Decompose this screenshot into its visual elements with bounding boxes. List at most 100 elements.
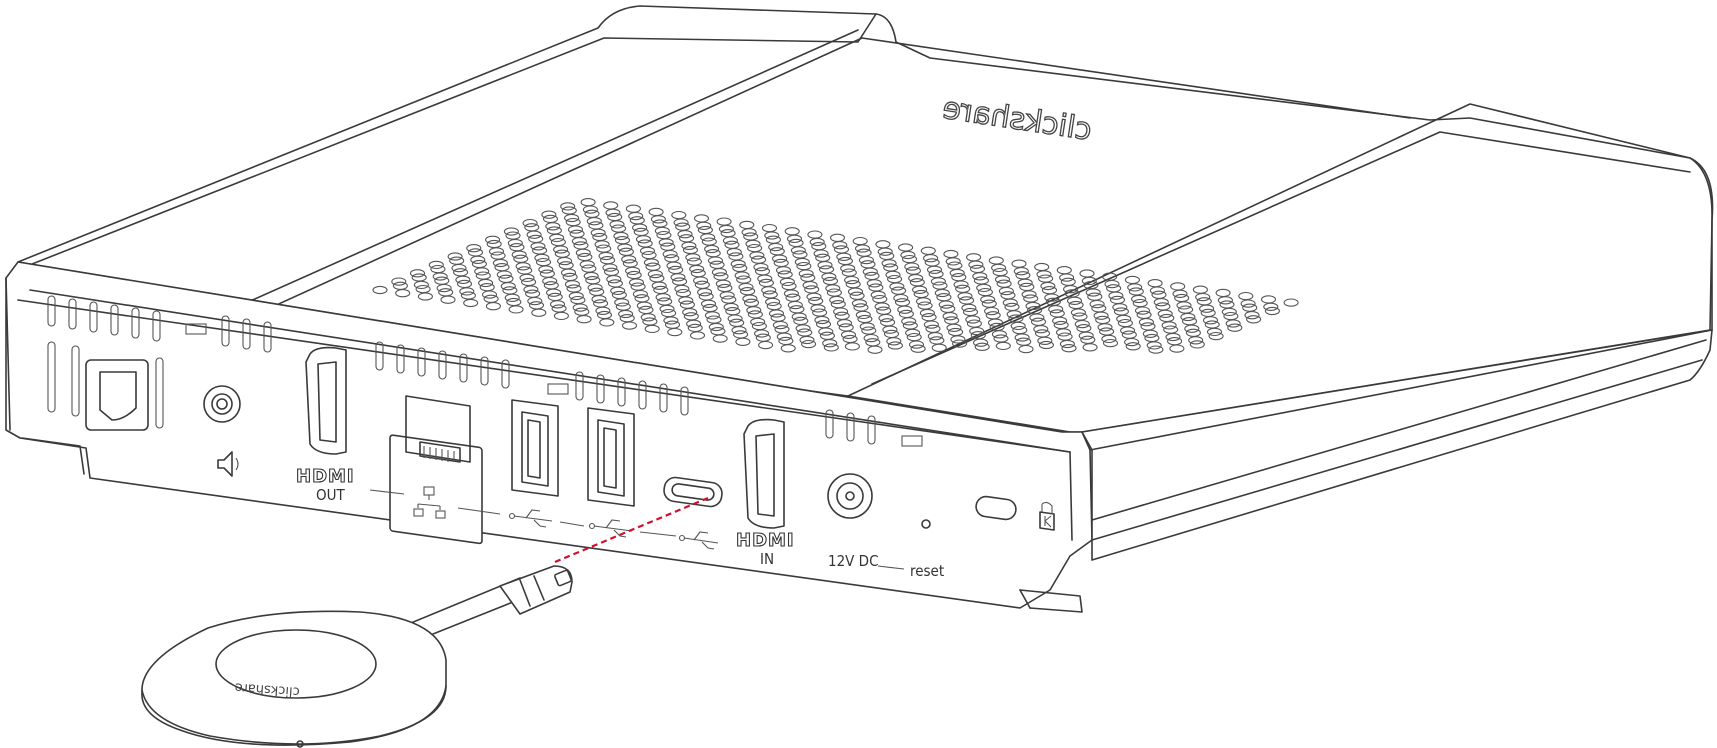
vent-hole [1189, 340, 1205, 349]
vent-hole [792, 250, 808, 259]
vent-hole [774, 325, 790, 334]
vent-hole [743, 298, 760, 307]
vent-hole [679, 234, 695, 243]
hdmi-out-port [305, 346, 347, 455]
vent-hole [736, 275, 752, 284]
vent-hole [577, 252, 593, 262]
vent-hole [607, 279, 623, 288]
vent-hole [974, 342, 990, 351]
vent-hole [1102, 338, 1119, 348]
vent-hole [687, 323, 703, 333]
vent-hole [660, 242, 676, 251]
vent-slot [155, 357, 164, 429]
vent-hole [1242, 303, 1258, 312]
vent-hole [856, 248, 872, 257]
vent-hole [1223, 311, 1239, 321]
vent-hole [829, 233, 846, 242]
vent-hole [868, 283, 884, 292]
vent-hole [565, 217, 581, 227]
vent-hole [697, 225, 713, 235]
vent-slot [71, 345, 80, 417]
vent-slot [263, 321, 272, 353]
vent-hole [1227, 323, 1243, 332]
vent-hole [898, 243, 914, 252]
vent-hole [619, 314, 635, 323]
vent-hole [876, 306, 892, 315]
vent-hole [671, 210, 687, 220]
vent-slot [438, 350, 447, 380]
vent-hole [1068, 300, 1084, 310]
vent-hole [505, 231, 521, 240]
vent-hole [479, 283, 495, 292]
vent-hole [797, 328, 813, 337]
vent-hole [861, 326, 877, 335]
vent-hole [837, 256, 853, 266]
vent-hole [988, 256, 1004, 265]
vent-slot [89, 301, 98, 333]
vent-hole [675, 222, 691, 231]
vent-hole [1159, 313, 1175, 323]
vent-hole [588, 221, 604, 230]
vent-hole [1072, 312, 1088, 321]
vent-hole [634, 294, 650, 303]
vent-hole [702, 303, 718, 313]
vent-slot [417, 347, 426, 377]
vent-hole [793, 316, 809, 326]
vent-hole [872, 294, 888, 304]
vent-hole [720, 229, 736, 238]
vent-hole [600, 256, 616, 265]
vent-hole [509, 243, 525, 252]
vent-slot [110, 304, 119, 336]
vent-hole [766, 301, 782, 311]
vent-hole [864, 271, 880, 281]
port-labels: HDMI OUT HDMI [295, 465, 944, 580]
vent-hole [924, 258, 940, 267]
vent-hole [1079, 269, 1095, 278]
vent-hole [1023, 294, 1039, 303]
vent-hole [560, 202, 576, 211]
vent-hole [977, 287, 993, 297]
vent-hole [955, 284, 971, 293]
vent-hole [1106, 284, 1122, 293]
kensington-slot [975, 495, 1017, 521]
vent-hole [551, 304, 567, 313]
vent-hole [1061, 344, 1077, 353]
vent-hole [747, 310, 763, 319]
vent-hole [456, 279, 473, 289]
vent-hole [570, 295, 586, 305]
vent-hole [596, 244, 612, 253]
vent-hole [1015, 271, 1031, 280]
vent-slot [867, 415, 876, 445]
vent-hole [883, 263, 899, 272]
reset-label: reset [910, 562, 944, 580]
vent-hole [781, 281, 797, 291]
hdmi-in-logo: HDMI [736, 530, 795, 551]
vent-hole [434, 276, 450, 285]
vent-hole [460, 291, 476, 300]
vent-hole [1208, 331, 1224, 341]
vent-hole [372, 285, 388, 295]
vent-hole [483, 294, 499, 303]
vent-hole [1200, 308, 1216, 318]
vent-hole [490, 251, 506, 260]
vent-hole [539, 269, 555, 278]
vent-slot [617, 377, 626, 407]
vent-hole [1057, 332, 1073, 341]
vent-hole [940, 304, 956, 313]
vent-hole [630, 282, 646, 291]
vent-hole [1041, 286, 1058, 295]
vent-hole [841, 268, 857, 277]
vent-hole [1019, 282, 1035, 292]
vent-hole [596, 310, 613, 320]
vent-hole [754, 267, 771, 276]
vent-hole [449, 256, 465, 265]
optical-audio-port [85, 359, 149, 431]
vent-hole [569, 229, 585, 238]
vent-hole [1117, 318, 1133, 328]
vent-hole [524, 223, 540, 232]
vent-hole [415, 284, 431, 294]
vent-hole [653, 285, 669, 295]
vent-hole [728, 252, 744, 261]
vent-slot [47, 295, 56, 327]
